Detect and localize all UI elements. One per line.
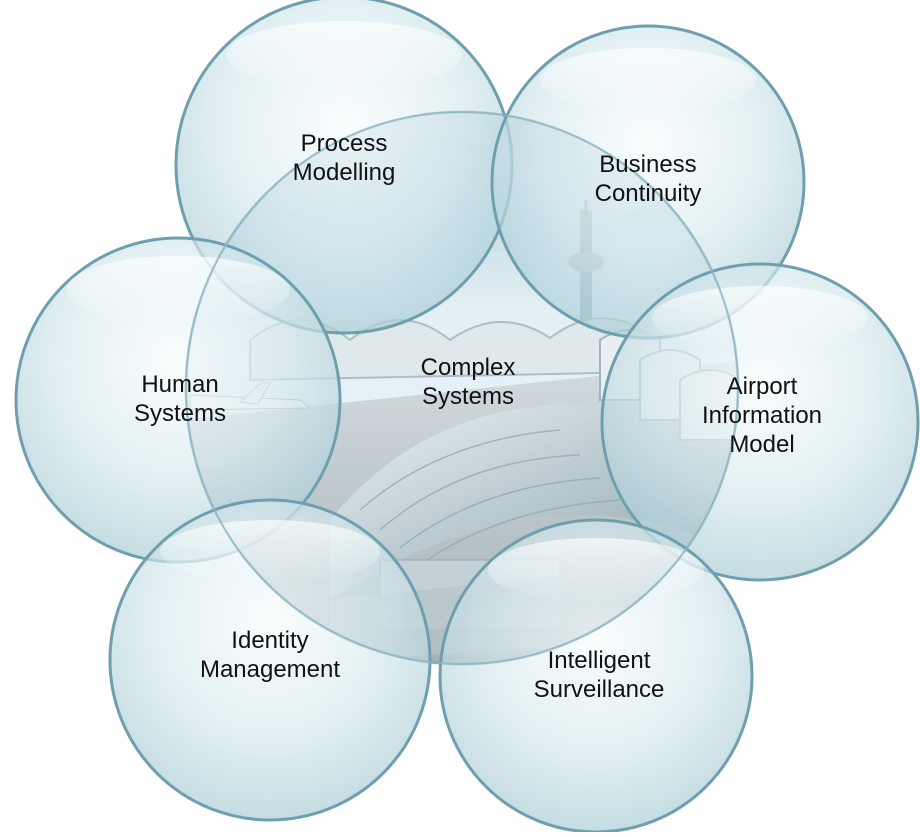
label-line: Systems (421, 383, 514, 410)
label-line: Process (300, 130, 388, 157)
label-line: Systems (133, 400, 226, 427)
label-line: Model (729, 431, 795, 458)
label-airport-information-model: Airport Information Model (652, 372, 872, 459)
label-line: Intelligent (547, 647, 651, 674)
label-line: Human (141, 371, 219, 398)
bubble-identity-management (108, 498, 432, 822)
label-process-modelling: Process Modelling (234, 129, 454, 187)
label-line: Complex (420, 354, 516, 381)
label-business-continuity: Business Continuity (538, 150, 758, 208)
label-line: Management (199, 656, 341, 683)
label-identity-management: Identity Management (160, 626, 380, 684)
label-line: Identity (231, 627, 309, 654)
label-line: Surveillance (533, 676, 665, 703)
label-human-systems: Human Systems (70, 370, 290, 428)
bubble-human-systems (14, 236, 342, 564)
label-line: Information (701, 402, 823, 429)
bubble-airport-information-model (600, 262, 920, 582)
label-intelligent-surveillance: Intelligent Surveillance (489, 646, 709, 704)
bubble-process-modelling (174, 0, 514, 335)
label-line: Business (599, 151, 697, 178)
bubble-intelligent-surveillance (438, 518, 754, 834)
label-complex-systems: Complex Systems (358, 353, 578, 411)
label-line: Continuity (594, 180, 702, 207)
bubble-business-continuity (490, 24, 806, 340)
label-line: Airport (726, 373, 798, 400)
label-line: Modelling (292, 159, 396, 186)
